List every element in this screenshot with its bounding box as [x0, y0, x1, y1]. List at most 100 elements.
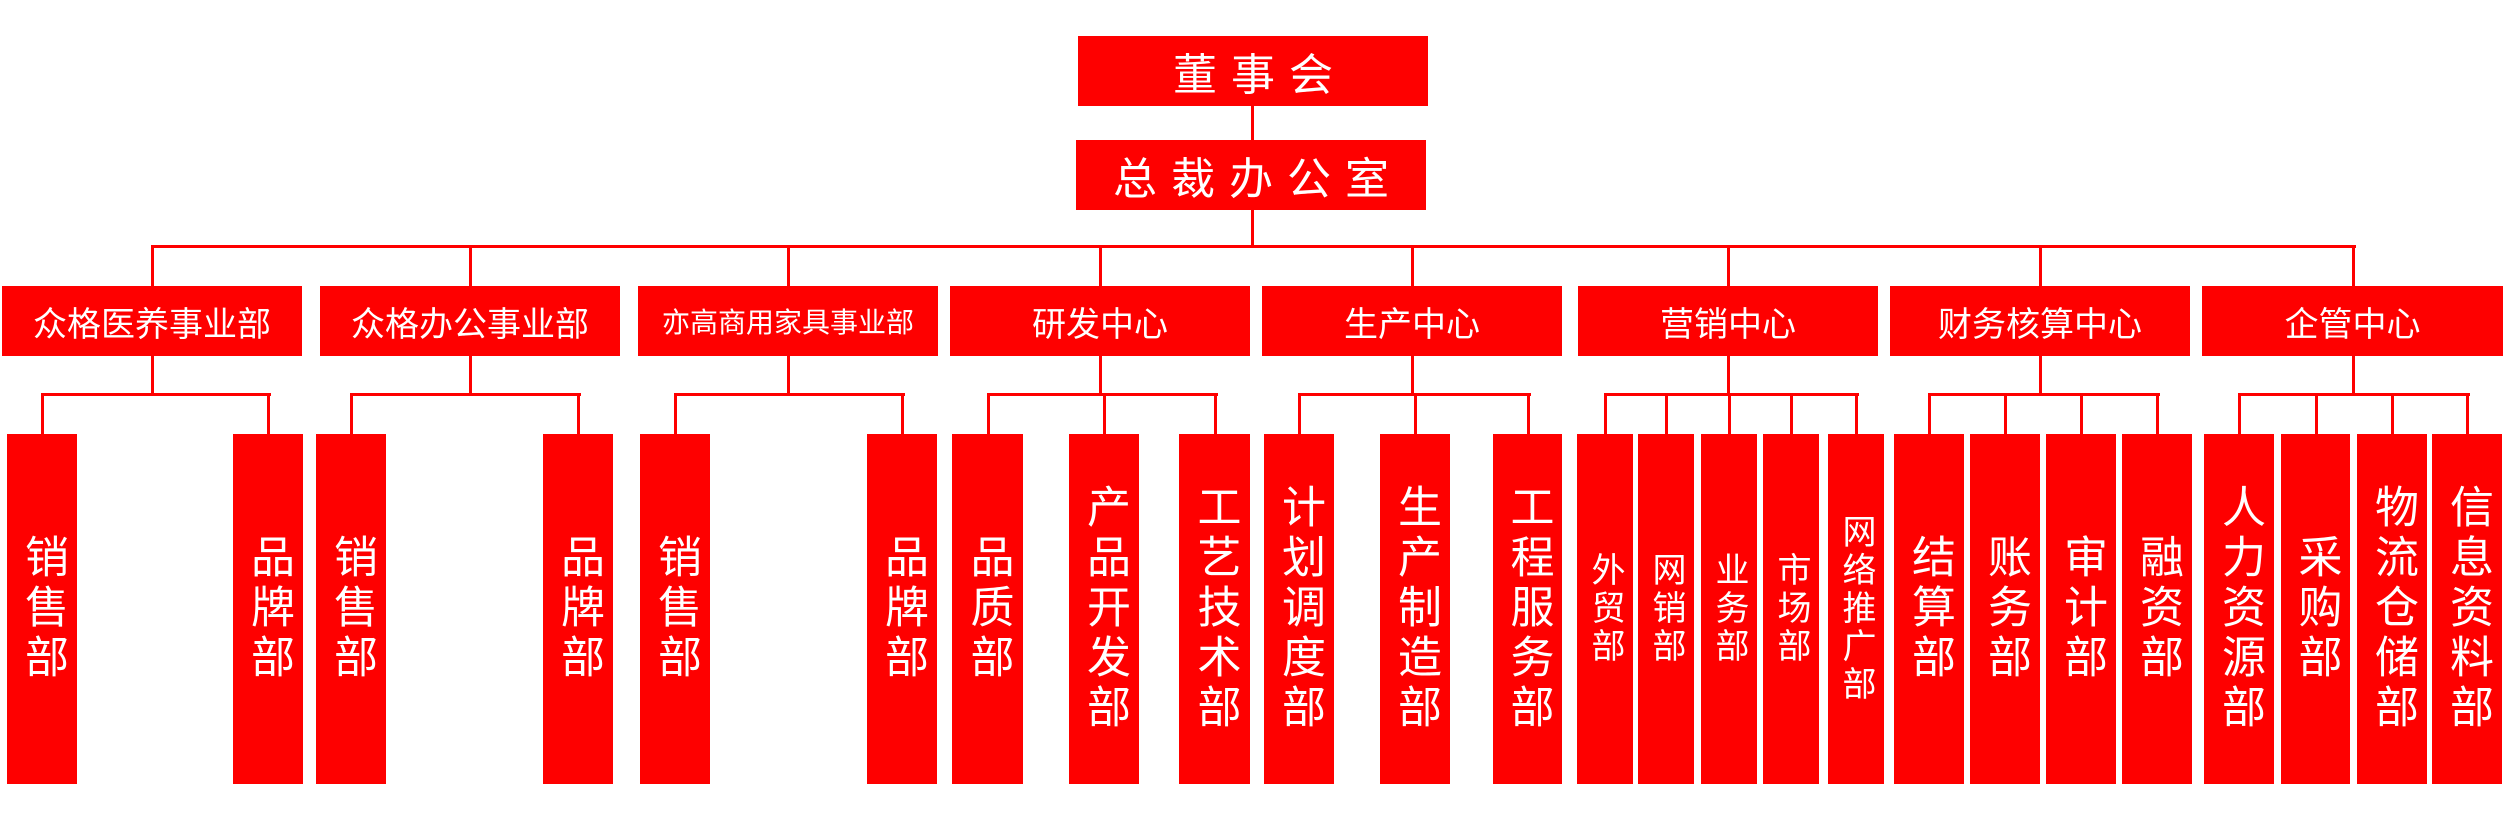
department-box[interactable]: 结算部: [1894, 434, 1964, 784]
connector-to-division: [1411, 245, 1414, 286]
department-box[interactable]: 工程服务部: [1493, 434, 1562, 784]
department-box[interactable]: 计划调度部: [1264, 434, 1334, 784]
department-label: 生产制造部: [1390, 484, 1441, 734]
department-bus: [42, 393, 271, 396]
department-bus: [1605, 393, 1859, 396]
connector-to-department: [987, 393, 990, 434]
department-label: 销售部: [326, 534, 377, 684]
connector-to-department: [2391, 393, 2394, 434]
department-label: 外贸部: [1585, 552, 1625, 666]
department-label: 网络推广部: [1836, 514, 1876, 704]
division-label: 生产中心: [1344, 304, 1480, 345]
department-box[interactable]: 工艺技术部: [1179, 434, 1250, 784]
connector-to-department: [1298, 393, 1301, 434]
connector-division-subbus: [1411, 356, 1414, 393]
department-label: 账务部: [1980, 534, 2031, 684]
division-label: 亦高商用家具事业部: [661, 306, 914, 339]
division-label: 众格办公事业部: [351, 304, 589, 345]
department-box[interactable]: 业务部: [1701, 434, 1757, 784]
connector-to-department: [901, 393, 904, 434]
connector-to-department: [2156, 393, 2159, 434]
connector-to-department: [1855, 393, 1858, 434]
connector-to-division: [469, 245, 472, 286]
department-box[interactable]: 账务部: [1970, 434, 2040, 784]
department-box[interactable]: 产品开发部: [1069, 434, 1139, 784]
division-label: 研发中心: [1032, 304, 1168, 345]
connector-office-bus: [1251, 210, 1254, 246]
department-label: 人力资源部: [2214, 484, 2265, 734]
department-box[interactable]: 网络推广部: [1828, 434, 1884, 784]
division-label: 营销中心: [1660, 304, 1796, 345]
department-box[interactable]: 市场部: [1763, 434, 1819, 784]
department-box[interactable]: 信息资料部: [2432, 434, 2502, 784]
department-box[interactable]: 品牌部: [867, 434, 937, 784]
connector-to-division: [1727, 245, 1730, 286]
connector-to-division: [2039, 245, 2042, 286]
department-label: 品牌部: [553, 534, 604, 684]
department-box[interactable]: 销售部: [316, 434, 386, 784]
department-box[interactable]: 采购部: [2281, 434, 2350, 784]
connector-to-division: [1099, 245, 1102, 286]
connector-to-department: [2315, 393, 2318, 434]
department-label: 采购部: [2290, 534, 2342, 684]
connector-division-subbus: [151, 356, 154, 393]
connector-division-subbus: [469, 356, 472, 393]
division-label: 众格医养事业部: [33, 304, 271, 345]
connector-to-department: [1103, 393, 1106, 434]
connector-to-department: [674, 393, 677, 434]
president-office-label: 总裁办公室: [1113, 154, 1403, 205]
president-office-box[interactable]: 总裁办公室: [1076, 140, 1426, 210]
connector-to-department: [1414, 393, 1417, 434]
division-label: 财务核算中心: [1938, 304, 2142, 345]
connector-to-department: [1728, 393, 1731, 434]
division-box[interactable]: 生产中心: [1262, 286, 1562, 356]
division-box[interactable]: 研发中心: [950, 286, 1250, 356]
department-label: 工程服务部: [1502, 484, 1554, 734]
board-label: 董事会: [1173, 50, 1347, 101]
division-box[interactable]: 营销中心: [1578, 286, 1878, 356]
connector-to-department: [1928, 393, 1931, 434]
department-box[interactable]: 人力资源部: [2204, 434, 2274, 784]
department-label: 市场部: [1771, 552, 1811, 666]
department-box[interactable]: 融资部: [2122, 434, 2192, 784]
department-box[interactable]: 销售部: [7, 434, 77, 784]
connector-to-department: [1604, 393, 1607, 434]
department-label: 信息资料部: [2442, 484, 2493, 734]
division-box[interactable]: 亦高商用家具事业部: [638, 286, 938, 356]
department-label: 销售部: [650, 534, 701, 684]
department-box[interactable]: 销售部: [640, 434, 710, 784]
connector-to-department: [2080, 393, 2083, 434]
department-box[interactable]: 品牌部: [233, 434, 303, 784]
department-label: 网销部: [1646, 552, 1686, 666]
connector-to-department: [1790, 393, 1793, 434]
division-box[interactable]: 企管中心: [2202, 286, 2503, 356]
department-label: 融资部: [2132, 534, 2183, 684]
connector-to-department: [2238, 393, 2241, 434]
department-box[interactable]: 网销部: [1638, 434, 1694, 784]
department-box[interactable]: 外贸部: [1577, 434, 1633, 784]
department-box[interactable]: 物流仓储部: [2357, 434, 2427, 784]
department-bus: [675, 393, 905, 396]
department-box[interactable]: 审计部: [2046, 434, 2116, 784]
division-box[interactable]: 财务核算中心: [1890, 286, 2190, 356]
department-box[interactable]: 生产制造部: [1380, 434, 1450, 784]
connector-to-department: [267, 393, 270, 434]
department-label: 品牌部: [877, 534, 928, 684]
connector-division-subbus: [1099, 356, 1102, 393]
connector-to-department: [1527, 393, 1530, 434]
department-box[interactable]: 品质部: [952, 434, 1023, 784]
department-box[interactable]: 品牌部: [543, 434, 613, 784]
connector-division-subbus: [1727, 356, 1730, 393]
connector-to-department: [577, 393, 580, 434]
division-box[interactable]: 众格医养事业部: [2, 286, 302, 356]
board-box[interactable]: 董事会: [1078, 36, 1428, 106]
department-label: 品质部: [962, 534, 1014, 684]
connector-to-department: [1214, 393, 1217, 434]
connector-to-department: [1665, 393, 1668, 434]
division-box[interactable]: 众格办公事业部: [320, 286, 620, 356]
connector-to-department: [41, 393, 44, 434]
department-label: 计划调度部: [1274, 484, 1325, 734]
division-bus: [152, 245, 2356, 248]
connector-to-department: [2004, 393, 2007, 434]
department-bus: [351, 393, 581, 396]
